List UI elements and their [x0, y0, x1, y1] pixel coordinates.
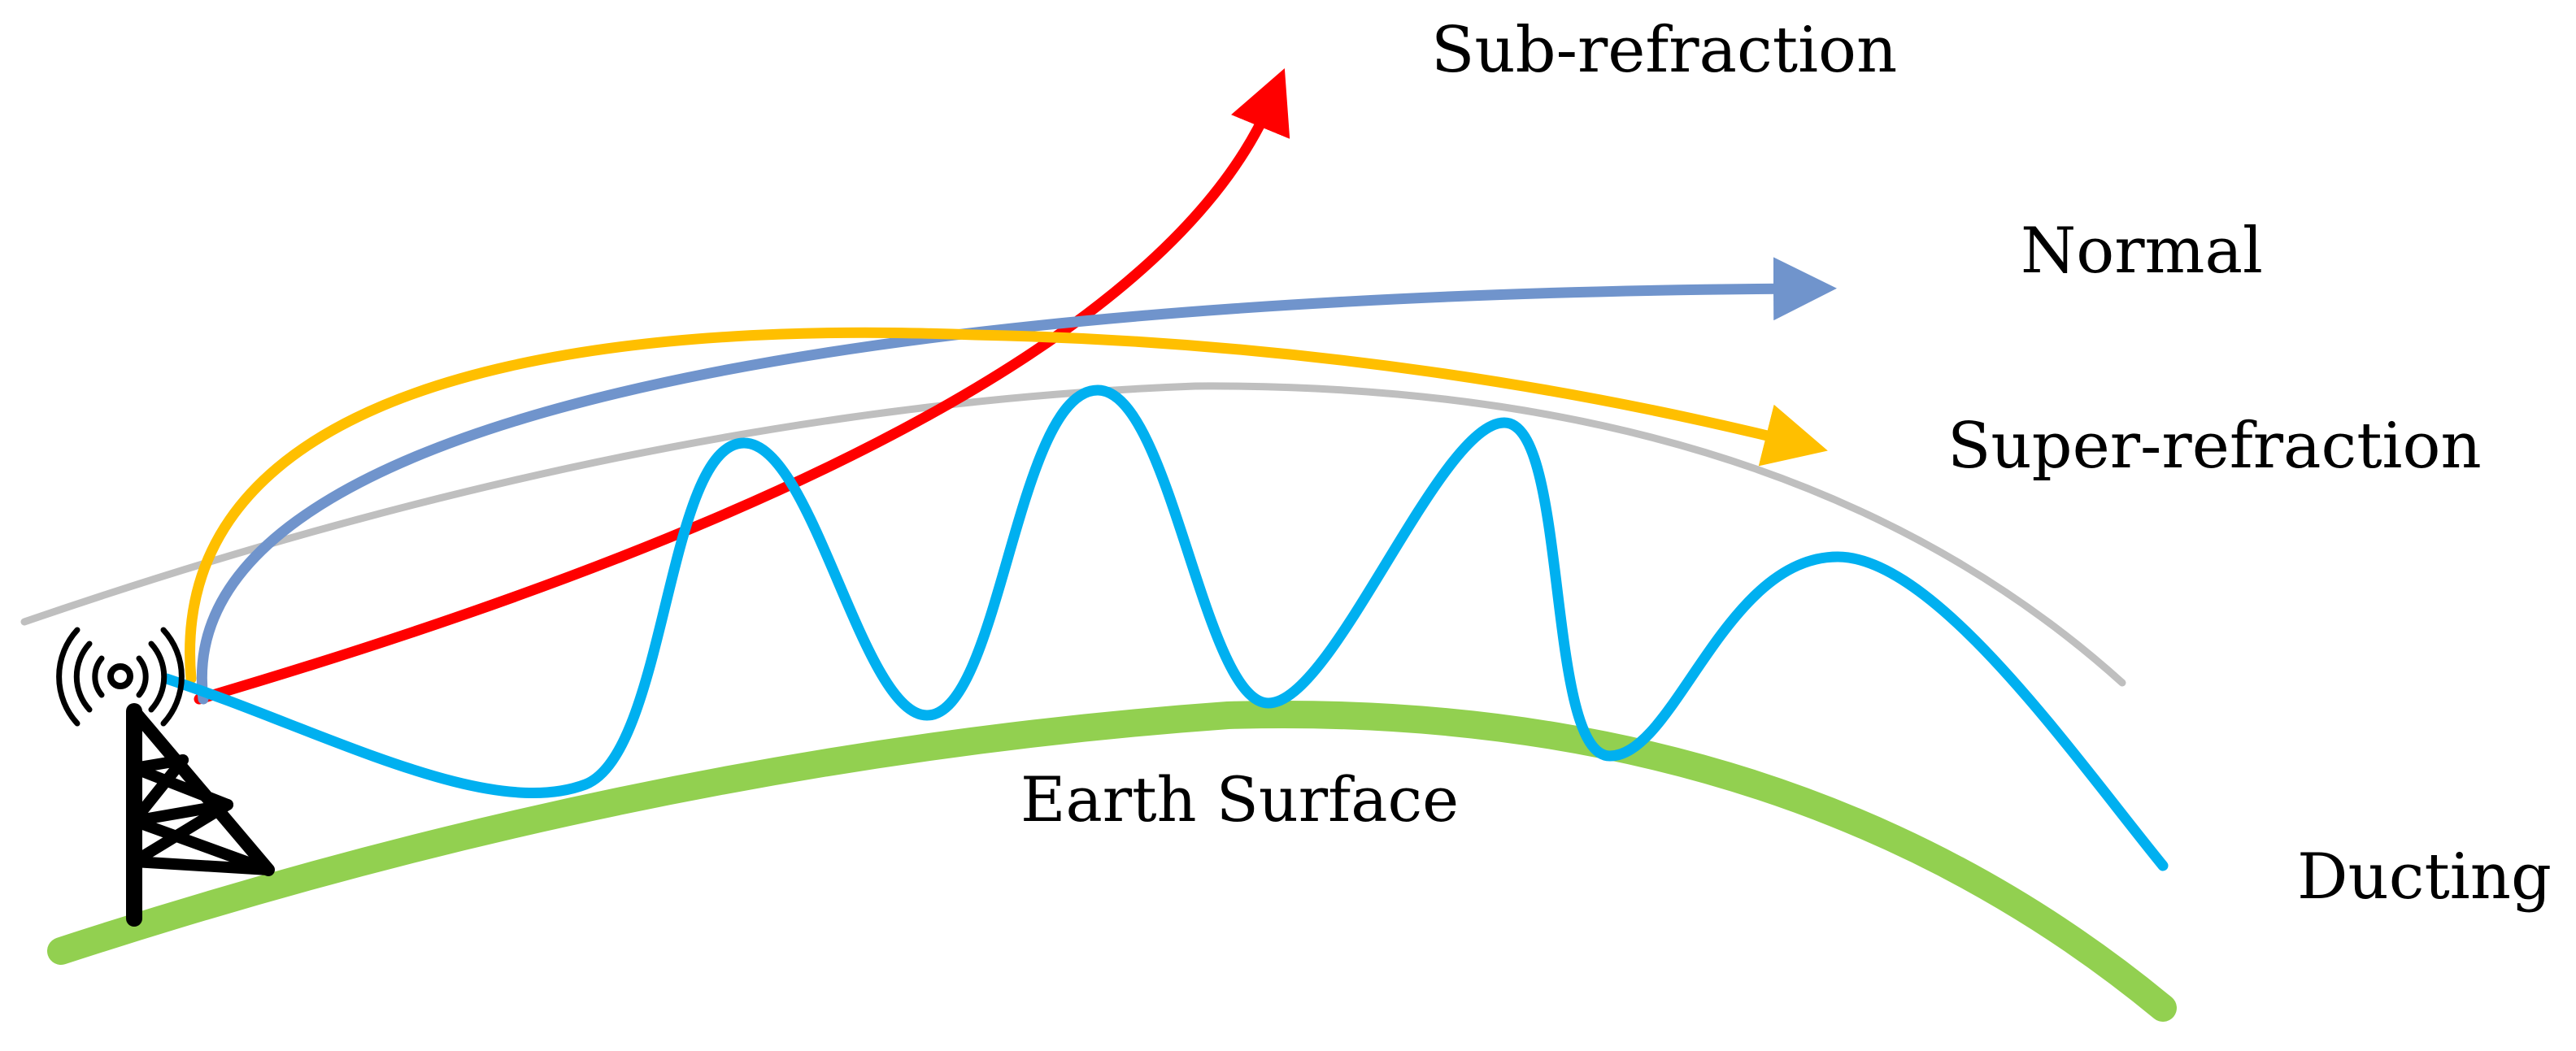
sub-refraction-label: Sub-refraction [1431, 14, 1897, 87]
radio-tower-icon [56, 627, 275, 927]
ducting-ray [161, 384, 2169, 871]
sub-refraction-ray [194, 67, 1290, 705]
normal-ray [196, 257, 1837, 705]
earth-surface-label: Earth Surface [1020, 763, 1459, 836]
ducting-label: Ducting [2297, 840, 2552, 914]
super-refraction-ray [185, 327, 1828, 684]
reference-arc [20, 382, 2126, 687]
normal-label: Normal [2021, 215, 2263, 288]
super-refraction-label: Super-refraction [1947, 410, 2482, 483]
earth-surface-curve [47, 701, 2177, 1022]
